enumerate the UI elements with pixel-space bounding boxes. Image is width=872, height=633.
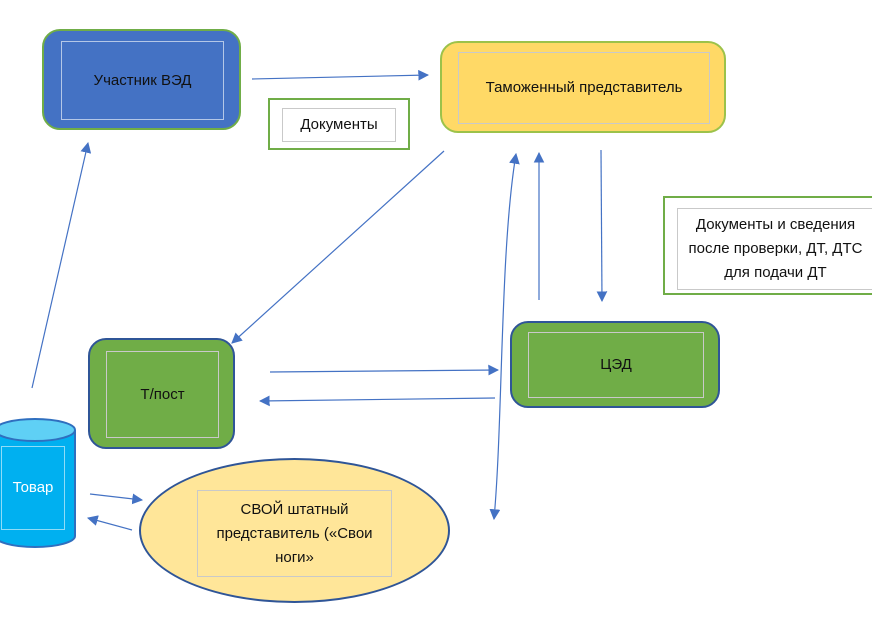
- arrow-own-rep-broker: [489, 152, 520, 521]
- node-customs-broker: Таможенный представитель: [440, 41, 726, 133]
- label-documents-text: Документы: [300, 116, 378, 133]
- node-own-representative-line-2: представитель («Свои: [216, 524, 373, 542]
- label-documents: Документы: [268, 98, 410, 150]
- label-documents-after-check-line-2: после проверки, ДТ, ДТС: [688, 240, 863, 257]
- node-goods-label: Товар: [12, 479, 54, 496]
- label-documents-after-check: Документы и сведения после проверки, ДТ,…: [663, 196, 872, 295]
- node-customs-broker-label: Таможенный представитель: [485, 79, 683, 96]
- node-own-representative: СВОЙ штатный представитель («Свои ноги»: [139, 458, 450, 603]
- node-ved: Участник ВЭД: [42, 29, 241, 130]
- label-documents-after-check-line-3: для подачи ДТ: [724, 264, 827, 281]
- arrow-goods-to-own-rep: [89, 493, 144, 505]
- node-ced-label: ЦЭД: [600, 356, 632, 373]
- arrow-broker-to-tpost: [231, 150, 445, 344]
- arrow-tpost-to-ced: [269, 364, 500, 376]
- node-customs-post: Т/пост: [88, 338, 235, 449]
- node-own-representative-line-1: СВОЙ штатный: [240, 500, 349, 518]
- arrow-broker-to-ced: [596, 149, 608, 303]
- node-ced: ЦЭД: [510, 321, 720, 408]
- arrow-ced-to-tpost: [258, 395, 496, 407]
- node-ved-label: Участник ВЭД: [93, 71, 192, 89]
- node-customs-post-label: Т/пост: [140, 385, 185, 403]
- arrow-ved-to-broker: [251, 69, 430, 81]
- node-own-representative-line-3: ноги»: [275, 548, 314, 566]
- node-goods: Товар: [0, 418, 77, 548]
- cylinder-shape: [0, 418, 76, 548]
- arrow-own-rep-to-goods: [86, 515, 133, 531]
- arrow-goods-to-ved: [31, 141, 92, 389]
- label-documents-after-check-line-1: Документы и сведения: [695, 216, 856, 233]
